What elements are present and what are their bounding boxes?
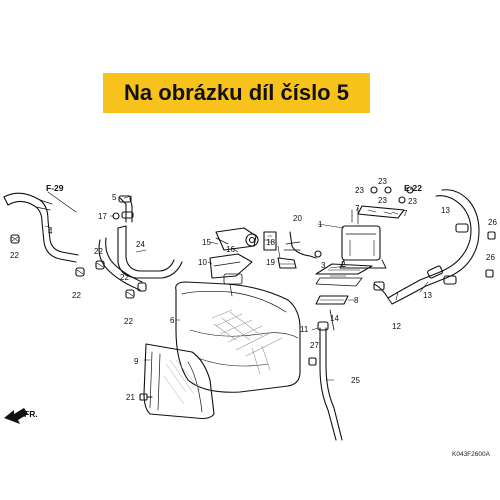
ref-e22: E-22: [404, 183, 422, 193]
callout-18: 18: [266, 238, 275, 247]
callout-22-b: 22: [72, 291, 81, 300]
clamp-part-22-a: [10, 234, 20, 244]
callout-19: 19: [266, 258, 275, 267]
banner-text: Na obrázku díl číslo 5: [124, 80, 349, 105]
fuel-tank-part-6: [175, 281, 301, 393]
callout-12: 12: [392, 322, 401, 331]
bracket-part-10: [209, 253, 253, 297]
callout-4: 4: [48, 227, 53, 236]
clamp-part-26-b: [485, 269, 494, 278]
callout-23-b: 23: [378, 177, 387, 186]
mat-part-8: [315, 295, 349, 305]
callout-22-c: 22: [120, 273, 129, 282]
title-banner: Na obrázku díl číslo 5: [103, 73, 370, 113]
plate-part-7-top: [357, 205, 405, 219]
front-label: FR.: [24, 409, 38, 419]
lid-part-16: [215, 227, 259, 251]
leader-lines: [44, 195, 429, 381]
shield-part-9: [143, 343, 215, 420]
callout-17: 17: [98, 212, 107, 221]
clamp-part-13-a: [455, 223, 469, 233]
callout-21: 21: [126, 393, 135, 402]
hose-part-4: [3, 192, 79, 263]
callout-27: 27: [310, 341, 319, 350]
callout-5: 5: [112, 193, 117, 202]
strip-part-14: [329, 309, 335, 331]
clamp-part-13-b: [443, 275, 457, 285]
callout-7-b: 7: [403, 209, 408, 218]
callout-1: 1: [318, 220, 323, 229]
callout-7-a: 7: [355, 204, 360, 213]
callout-6: 6: [170, 316, 175, 325]
callout-13-b: 13: [423, 291, 432, 300]
callout-9: 9: [134, 357, 139, 366]
clamp-part-26-a: [487, 231, 496, 240]
front-arrow: FR.: [4, 408, 38, 424]
callout-22-d: 22: [124, 317, 133, 326]
strap-part-18: [277, 257, 297, 269]
callout-22-a: 22: [10, 251, 19, 260]
callout-22-e: 22: [94, 247, 103, 256]
diagram-code: K043F2600A: [452, 451, 491, 458]
tube-part-25: [317, 321, 343, 441]
leader-f29: [47, 191, 77, 213]
fitting-part-19: [263, 231, 277, 251]
ring-part-3: [315, 277, 363, 287]
clamp-part-22-b: [75, 267, 85, 277]
callout-26-a: 26: [488, 218, 497, 227]
gasket-part-2: [315, 263, 373, 275]
callout-25: 25: [351, 376, 360, 385]
clip-part-27: [308, 357, 317, 366]
bolt-part-21: [139, 393, 153, 401]
hose-part-12: [373, 189, 480, 305]
callout-24: 24: [136, 240, 145, 249]
hose-part-24: [98, 225, 183, 291]
callout-23-a: 23: [355, 186, 364, 195]
harness-part-20: [283, 231, 322, 259]
callout-20: 20: [293, 214, 302, 223]
hose-part-5: [118, 195, 134, 223]
callout-23-d: 23: [408, 197, 417, 206]
callout-14: 14: [330, 314, 339, 323]
callout-2: 2: [341, 260, 346, 269]
callout-11: 11: [300, 325, 309, 334]
callout-10: 10: [198, 258, 207, 267]
bolts-part-23: [370, 186, 414, 204]
callout-8: 8: [354, 296, 359, 305]
clamp-part-7: [351, 207, 359, 225]
callout-15: 15: [202, 238, 211, 247]
callout-13-a: 13: [441, 206, 450, 215]
callout-23-c: 23: [378, 196, 387, 205]
callout-16: 16: [226, 245, 235, 254]
ref-f29: F-29: [46, 183, 64, 193]
callout-26-b: 26: [486, 253, 495, 262]
clamp-part-22-e: [137, 282, 147, 292]
fuel-pump-part-1: [339, 225, 387, 269]
callout-labels: 4 22 22 22 22 22 5 17 24 15 16 10 18 19 …: [10, 177, 497, 402]
clamp-part-22-d: [125, 289, 135, 299]
callout-3: 3: [321, 261, 326, 270]
